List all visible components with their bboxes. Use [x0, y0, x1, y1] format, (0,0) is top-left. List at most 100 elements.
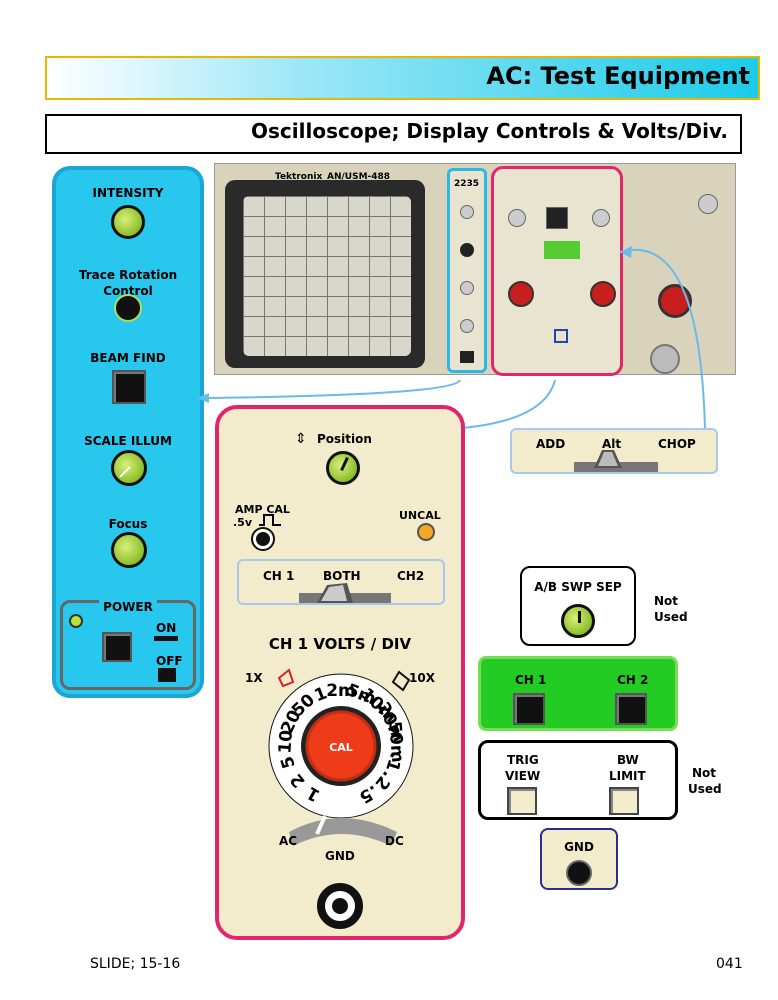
focus-knob[interactable] — [111, 532, 147, 568]
ch-select-switch-box: CH 1 BOTH CH2 — [237, 559, 445, 605]
photo-ch-buttons — [544, 241, 580, 259]
position-label: Position — [317, 432, 372, 446]
coupling-lever — [315, 815, 327, 835]
probe-10x-label: 10X — [409, 671, 435, 685]
channel-buttons-box: CH 1 CH 2 — [478, 656, 678, 731]
photo-holdoff-knob — [650, 344, 680, 374]
coupling-gnd-label: GND — [325, 849, 355, 863]
beam-find-label: BEAM FIND — [90, 351, 166, 365]
volts-div-title: CH 1 VOLTS / DIV — [268, 635, 412, 653]
trace-rotation-control[interactable] — [114, 294, 142, 322]
ch1-button[interactable] — [513, 693, 545, 725]
photo-ch1-volts-knob — [508, 281, 534, 307]
power-off-indicator — [158, 668, 176, 682]
power-indicator-light — [69, 614, 83, 628]
mode-alt-label: Alt — [602, 437, 622, 451]
gnd-button[interactable] — [566, 860, 592, 886]
photo-ch2-volts-knob — [590, 281, 616, 307]
photo-sec-div-knob — [658, 284, 692, 318]
bw-limit-label-2: LIMIT — [609, 769, 646, 783]
beam-find-button[interactable] — [112, 370, 146, 404]
position-knob[interactable] — [326, 451, 360, 485]
ab-not-used-1: Not — [654, 594, 679, 608]
photo-scale-knob — [460, 281, 474, 295]
photo-trace-rotation — [460, 243, 474, 257]
1x-marker — [277, 668, 295, 688]
mode-switch[interactable] — [574, 450, 658, 472]
trig-view-button[interactable] — [507, 787, 537, 815]
vertical-controls-highlight — [491, 166, 623, 376]
photo-gnd-button — [554, 329, 568, 343]
trig-not-used-2: Used — [688, 782, 722, 796]
square-wave-icon — [259, 514, 281, 526]
position-arrows-icon: ⇕ — [295, 431, 307, 447]
ch2-button[interactable] — [615, 693, 647, 725]
photo-model-number: 2235 — [454, 179, 480, 189]
photo-intensity-knob — [460, 205, 474, 219]
green-ch1-label: CH 1 — [515, 673, 547, 687]
arrow-to-display-panel — [204, 379, 461, 399]
probe-1x-label: 1X — [245, 671, 263, 685]
crt-screen — [243, 196, 411, 356]
arrow-head-display — [197, 393, 209, 403]
power-on-label: ON — [156, 621, 177, 635]
arrow-to-volts-panel — [461, 379, 556, 429]
page-number: 041 — [716, 956, 743, 972]
ab-swp-sep-knob[interactable] — [561, 604, 595, 638]
photo-ch2-position — [592, 209, 610, 227]
ch-switch-ch2: CH2 — [397, 569, 425, 583]
photo-power-switch — [460, 351, 474, 363]
intensity-knob[interactable] — [111, 205, 145, 239]
amp-cal-value: .5v — [233, 516, 253, 529]
trig-view-label-1: TRIG — [507, 753, 539, 767]
photo-horizontal-section — [630, 184, 730, 374]
page-title: AC: Test Equipment — [486, 62, 750, 90]
display-controls-panel: INTENSITY Trace Rotation Control BEAM FI… — [52, 166, 204, 698]
dial-label: 50m — [384, 720, 407, 763]
display-controls-highlight: 2235 — [447, 168, 487, 373]
uncal-indicator — [417, 523, 435, 541]
oscilloscope-photo: Tektronix AN/USM-488 2235 — [214, 163, 736, 376]
slide-number: SLIDE; 15-16 — [90, 956, 181, 972]
dial-label: 5 — [277, 754, 300, 771]
trig-view-label-2: VIEW — [505, 769, 541, 783]
dial-label: 10 — [275, 729, 297, 754]
ab-swp-sep-label: A/B SWP SEP — [534, 580, 622, 594]
photo-trigger-knob — [698, 194, 718, 214]
power-on-indicator — [154, 636, 178, 641]
cal-label: CAL — [329, 741, 353, 754]
amp-cal-jack[interactable] — [251, 527, 275, 551]
coupling-lever-track — [289, 818, 397, 846]
gnd-box: GND — [540, 828, 618, 890]
bw-limit-label-1: BW — [617, 753, 639, 767]
ch1-input-connector[interactable] — [317, 883, 363, 929]
photo-model: AN/USM-488 — [327, 172, 391, 182]
scale-illum-knob[interactable] — [111, 450, 147, 486]
focus-label: Focus — [108, 517, 148, 531]
green-ch2-label: CH 2 — [617, 673, 649, 687]
page-subtitle: Oscilloscope; Display Controls & Volts/D… — [251, 119, 728, 143]
trace-rotation-label-1: Trace Rotation — [78, 268, 178, 282]
ab-swp-sep-box: A/B SWP SEP — [520, 566, 636, 646]
dial-label: 2m — [326, 681, 356, 701]
trig-bw-box: TRIG VIEW BW LIMIT — [478, 740, 678, 820]
mode-switch-box: ADD Alt CHOP — [510, 428, 718, 474]
power-button[interactable] — [102, 632, 132, 662]
mode-add-label: ADD — [536, 437, 566, 451]
bw-limit-button[interactable] — [609, 787, 639, 815]
photo-ab-swp — [546, 207, 568, 229]
power-off-label: OFF — [156, 654, 183, 668]
ch-switch-ch1: CH 1 — [263, 569, 295, 583]
gnd-label: GND — [564, 840, 594, 854]
dial-label: .1 — [381, 751, 405, 774]
ch-select-switch[interactable] — [299, 583, 391, 605]
intensity-label: INTENSITY — [92, 186, 164, 200]
scale-illum-label: SCALE ILLUM — [84, 434, 172, 448]
photo-brand: Tektronix — [275, 172, 323, 182]
uncal-label: UNCAL — [399, 509, 441, 522]
title-bar: AC: Test Equipment — [45, 56, 760, 100]
ch-switch-both: BOTH — [323, 569, 361, 583]
power-label: POWER — [56, 600, 200, 614]
